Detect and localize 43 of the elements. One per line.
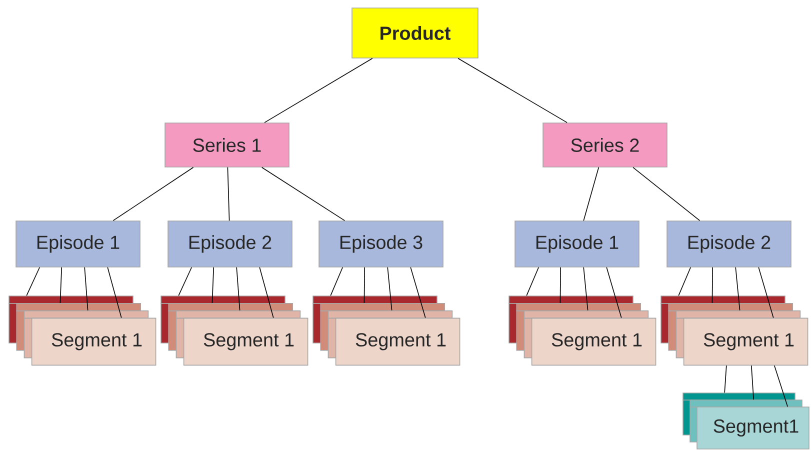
connector-line — [178, 267, 192, 296]
connector-line — [330, 267, 343, 296]
connector-line — [387, 267, 392, 311]
connector-line — [107, 267, 122, 318]
connector-line — [259, 267, 274, 318]
segment-card: Segment 1 — [31, 318, 156, 366]
segment-card: Segment1 — [696, 406, 810, 450]
connector-line — [26, 267, 40, 296]
connector-line — [410, 267, 426, 318]
connector-line — [560, 267, 561, 304]
connector-line — [212, 267, 214, 304]
connector-line — [712, 267, 713, 304]
connector-line — [84, 267, 88, 311]
connector-line — [724, 365, 727, 393]
connector-line — [60, 267, 62, 304]
segment-card: Segment 1 — [531, 318, 656, 366]
segment-card: Segment 1 — [183, 318, 308, 366]
root-box: Product — [352, 8, 478, 58]
connector-line — [526, 267, 539, 296]
connector-line — [632, 166, 700, 221]
connector-line — [261, 166, 346, 221]
series-box: Series 2 — [542, 122, 668, 168]
segment-card: Segment 1 — [683, 318, 808, 366]
connector-line — [751, 365, 754, 400]
episode-box: Episode 2 — [168, 220, 292, 268]
connector-line — [583, 166, 600, 221]
connector-line — [236, 267, 240, 311]
connector-line — [606, 267, 622, 318]
series-box: Series 1 — [164, 122, 290, 168]
episode-box: Episode 2 — [666, 220, 792, 268]
connector-line — [583, 267, 588, 311]
connector-line — [735, 267, 740, 311]
segment-card: Segment 1 — [335, 318, 460, 366]
episode-box: Episode 1 — [514, 220, 640, 268]
episode-box: Episode 1 — [16, 220, 140, 268]
connector-line — [678, 267, 691, 296]
connector-line — [364, 267, 365, 304]
episode-box: Episode 3 — [318, 220, 444, 268]
connector-line — [227, 166, 230, 221]
connector-line — [112, 166, 194, 221]
connector-line — [264, 58, 373, 123]
connector-line — [458, 58, 568, 123]
connector-line — [758, 267, 774, 318]
